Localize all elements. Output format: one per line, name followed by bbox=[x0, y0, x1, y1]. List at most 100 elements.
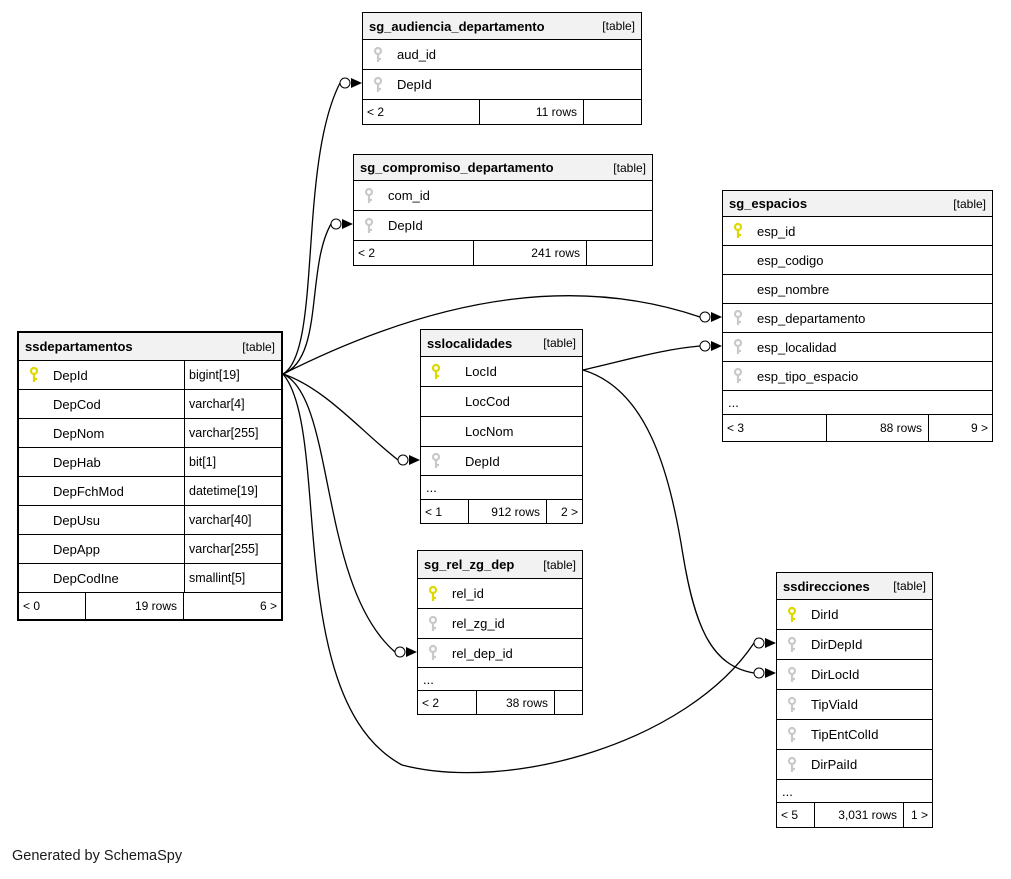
column-row[interactable]: esp_tipo_espacio bbox=[723, 362, 992, 391]
column-type: varchar[40] bbox=[184, 506, 281, 534]
column-name: rel_dep_id bbox=[452, 645, 513, 661]
ellipsis-row: ... bbox=[418, 668, 582, 691]
column-name: DepCod bbox=[53, 396, 101, 412]
column-name: rel_zg_id bbox=[452, 616, 505, 631]
column-row[interactable]: esp_id bbox=[723, 217, 992, 246]
primary-key-icon bbox=[786, 606, 799, 624]
column-row[interactable]: DepId bigint[19] bbox=[19, 361, 281, 390]
table-badge: [table] bbox=[953, 196, 986, 211]
column-name: rel_id bbox=[452, 586, 484, 601]
column-row[interactable]: LocCod bbox=[421, 387, 582, 417]
footer-children bbox=[586, 241, 652, 265]
column-row[interactable]: esp_codigo bbox=[723, 246, 992, 275]
table-footer: < 0 19 rows 6 > bbox=[19, 593, 281, 619]
foreign-key-icon bbox=[786, 666, 799, 684]
table-sg-compromiso-departamento[interactable]: sg_compromiso_departamento [table] com_i… bbox=[353, 154, 653, 266]
ellipsis-row: ... bbox=[421, 476, 582, 500]
table-header[interactable]: sg_compromiso_departamento [table] bbox=[354, 155, 652, 181]
table-sg-espacios[interactable]: sg_espacios [table] esp_id esp_codigo es… bbox=[722, 190, 993, 442]
column-row[interactable]: DepId bbox=[354, 211, 652, 241]
table-name: sg_compromiso_departamento bbox=[360, 160, 554, 175]
column-name: DepId bbox=[397, 77, 432, 92]
column-name: DepNom bbox=[53, 425, 105, 441]
table-header[interactable]: sslocalidades [table] bbox=[421, 330, 582, 357]
column-row[interactable]: LocNom bbox=[421, 417, 582, 447]
foreign-key-icon bbox=[372, 76, 385, 94]
column-row[interactable]: esp_localidad bbox=[723, 333, 992, 362]
column-row[interactable]: DirLocId bbox=[777, 660, 932, 690]
footer-children: 2 > bbox=[546, 500, 582, 523]
table-footer: < 1 912 rows 2 > bbox=[421, 500, 582, 523]
foreign-key-icon bbox=[372, 46, 385, 64]
ellipsis-row: ... bbox=[777, 780, 932, 803]
foreign-key-icon bbox=[786, 726, 799, 744]
column-row[interactable]: DepHab bit[1] bbox=[19, 448, 281, 477]
column-name: TipEntColId bbox=[811, 727, 879, 742]
foreign-key-icon bbox=[363, 187, 376, 205]
column-row[interactable]: DirId bbox=[777, 600, 932, 630]
table-ssdepartamentos[interactable]: ssdepartamentos [table] DepId bigint[19]… bbox=[17, 331, 283, 621]
column-row[interactable]: rel_dep_id bbox=[418, 639, 582, 668]
column-row[interactable]: DepCodIne smallint[5] bbox=[19, 564, 281, 593]
table-footer: < 3 88 rows 9 > bbox=[723, 415, 992, 441]
table-header[interactable]: sg_audiencia_departamento [table] bbox=[363, 13, 641, 40]
relation-departamentos-compromiso bbox=[282, 223, 332, 375]
column-row[interactable]: DirDepId bbox=[777, 630, 932, 660]
table-name: sg_rel_zg_dep bbox=[424, 557, 515, 572]
table-sg-audiencia-departamento[interactable]: sg_audiencia_departamento [table] aud_id… bbox=[362, 12, 642, 125]
column-row[interactable]: LocId bbox=[421, 357, 582, 387]
primary-key-icon bbox=[28, 366, 41, 384]
footer-rowcount: 11 rows bbox=[479, 100, 583, 124]
column-row[interactable]: rel_id bbox=[418, 579, 582, 609]
footer-parents: < 3 bbox=[727, 421, 745, 435]
column-type: bigint[19] bbox=[184, 361, 281, 389]
column-row[interactable]: TipEntColId bbox=[777, 720, 932, 750]
column-row[interactable]: DepApp varchar[255] bbox=[19, 535, 281, 564]
column-row[interactable]: com_id bbox=[354, 181, 652, 211]
column-row[interactable]: esp_nombre bbox=[723, 275, 992, 304]
relation-departamentos-localidades bbox=[282, 373, 399, 461]
footer-children: 9 > bbox=[928, 415, 992, 441]
footer-children bbox=[554, 691, 582, 714]
footer-children: 6 > bbox=[183, 593, 281, 619]
column-row[interactable]: DepFchMod datetime[19] bbox=[19, 477, 281, 506]
table-sslocalidades[interactable]: sslocalidades [table] LocId LocCod LocNo… bbox=[420, 329, 583, 524]
column-row[interactable]: esp_departamento bbox=[723, 304, 992, 333]
column-row[interactable]: DirPaiId bbox=[777, 750, 932, 780]
column-name: DepHab bbox=[53, 454, 101, 470]
column-row[interactable]: DepId bbox=[421, 447, 582, 476]
column-row[interactable]: DepUsu varchar[40] bbox=[19, 506, 281, 535]
table-badge: [table] bbox=[613, 160, 646, 175]
table-header[interactable]: ssdirecciones [table] bbox=[777, 573, 932, 600]
column-row[interactable]: DepNom varchar[255] bbox=[19, 419, 281, 448]
table-badge: [table] bbox=[543, 557, 576, 572]
table-ssdirecciones[interactable]: ssdirecciones [table] DirId DirDepId Dir… bbox=[776, 572, 933, 828]
foreign-key-icon bbox=[786, 636, 799, 654]
table-sg-rel-zg-dep[interactable]: sg_rel_zg_dep [table] rel_id rel_zg_id r… bbox=[417, 550, 583, 715]
column-row[interactable]: DepId bbox=[363, 70, 641, 100]
column-name: DepId bbox=[53, 367, 88, 383]
foreign-key-icon bbox=[363, 217, 376, 235]
column-row[interactable]: rel_zg_id bbox=[418, 609, 582, 639]
relation-departamentos-audiencia bbox=[282, 82, 341, 375]
table-header[interactable]: ssdepartamentos [table] bbox=[19, 333, 281, 361]
column-row[interactable]: TipViaId bbox=[777, 690, 932, 720]
column-name: DepCodIne bbox=[53, 570, 119, 586]
column-type: varchar[255] bbox=[184, 419, 281, 447]
table-header[interactable]: sg_rel_zg_dep [table] bbox=[418, 551, 582, 579]
table-header[interactable]: sg_espacios [table] bbox=[723, 191, 992, 217]
relation-localidades-direcciones bbox=[582, 369, 755, 674]
column-row[interactable]: DepCod varchar[4] bbox=[19, 390, 281, 419]
column-type: varchar[255] bbox=[184, 535, 281, 563]
column-row[interactable]: aud_id bbox=[363, 40, 641, 70]
footer-children bbox=[583, 100, 641, 124]
footer-parents: < 1 bbox=[425, 504, 443, 519]
table-name: sslocalidades bbox=[427, 335, 513, 351]
primary-key-icon bbox=[427, 585, 440, 603]
footer-rowcount: 241 rows bbox=[473, 241, 586, 265]
footer-rowcount: 88 rows bbox=[826, 415, 928, 441]
column-type: datetime[19] bbox=[184, 477, 281, 505]
footer-parents: < 2 bbox=[358, 246, 376, 260]
